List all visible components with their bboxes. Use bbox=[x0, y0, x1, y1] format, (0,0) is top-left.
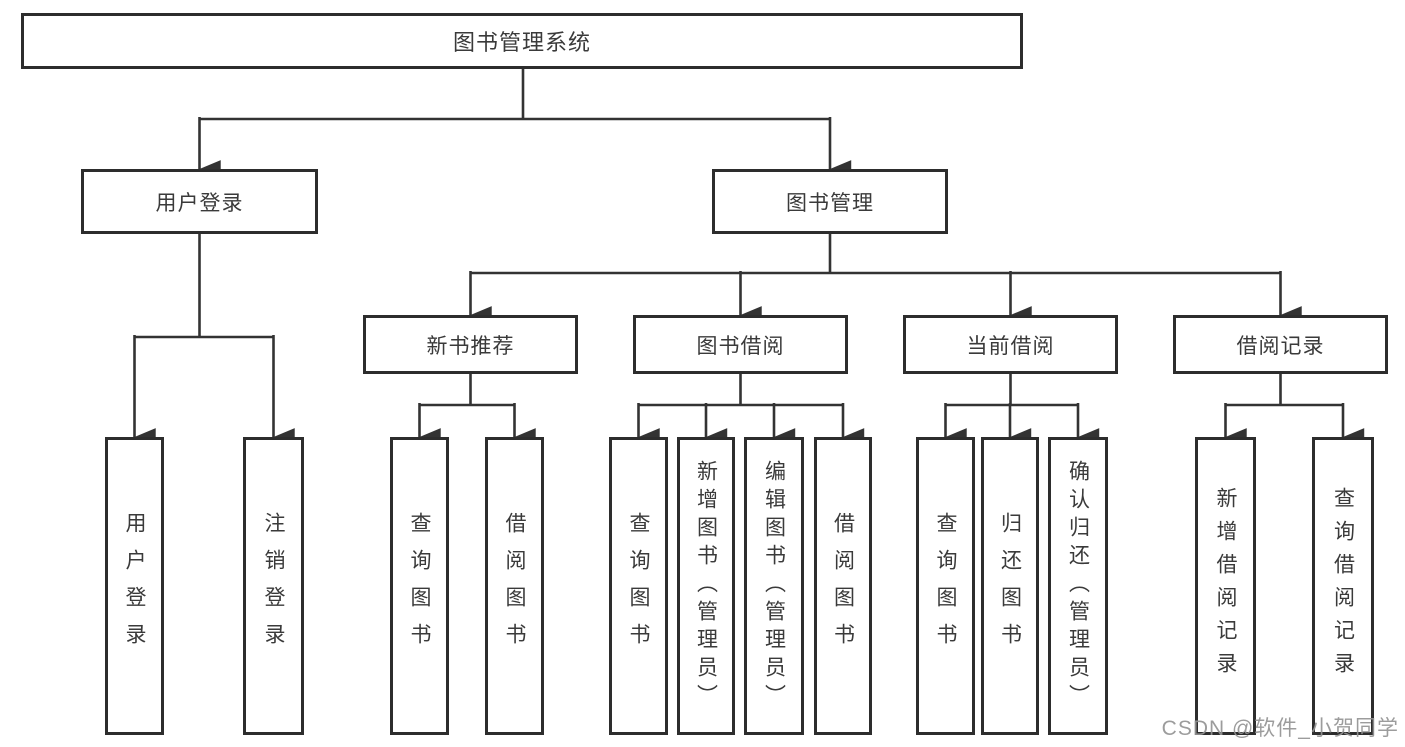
node-book-borrowing: 图书借阅 bbox=[633, 315, 848, 374]
leaf-add-book-admin: 新增图书（管理员） bbox=[677, 437, 735, 735]
leaf-query-books-recommend: 查询图书 bbox=[390, 437, 449, 735]
leaf-query-borrow-record: 查询借阅记录 bbox=[1312, 437, 1374, 735]
node-book-management: 图书管理 bbox=[712, 169, 948, 234]
node-new-book-recommend: 新书推荐 bbox=[363, 315, 578, 374]
leaf-add-borrow-record: 新增借阅记录 bbox=[1195, 437, 1256, 735]
leaf-confirm-return-admin: 确认归还（管理员） bbox=[1048, 437, 1108, 735]
leaf-borrow-books-borrowing: 借阅图书 bbox=[814, 437, 872, 735]
leaf-logout-login: 注销登录 bbox=[243, 437, 304, 735]
leaf-return-book: 归还图书 bbox=[981, 437, 1039, 735]
leaf-borrow-books-recommend: 借阅图书 bbox=[485, 437, 544, 735]
node-current-borrowing: 当前借阅 bbox=[903, 315, 1118, 374]
node-user-login: 用户登录 bbox=[81, 169, 318, 234]
leaf-edit-book-admin: 编辑图书（管理员） bbox=[744, 437, 804, 735]
leaf-query-books-current: 查询图书 bbox=[916, 437, 975, 735]
node-borrowing-records: 借阅记录 bbox=[1173, 315, 1388, 374]
node-library-system: 图书管理系统 bbox=[21, 13, 1023, 69]
leaf-query-books-borrowing: 查询图书 bbox=[609, 437, 668, 735]
leaf-user-login: 用户登录 bbox=[105, 437, 164, 735]
csdn-watermark: CSDN @软件_小贺同学 bbox=[1161, 717, 1399, 740]
